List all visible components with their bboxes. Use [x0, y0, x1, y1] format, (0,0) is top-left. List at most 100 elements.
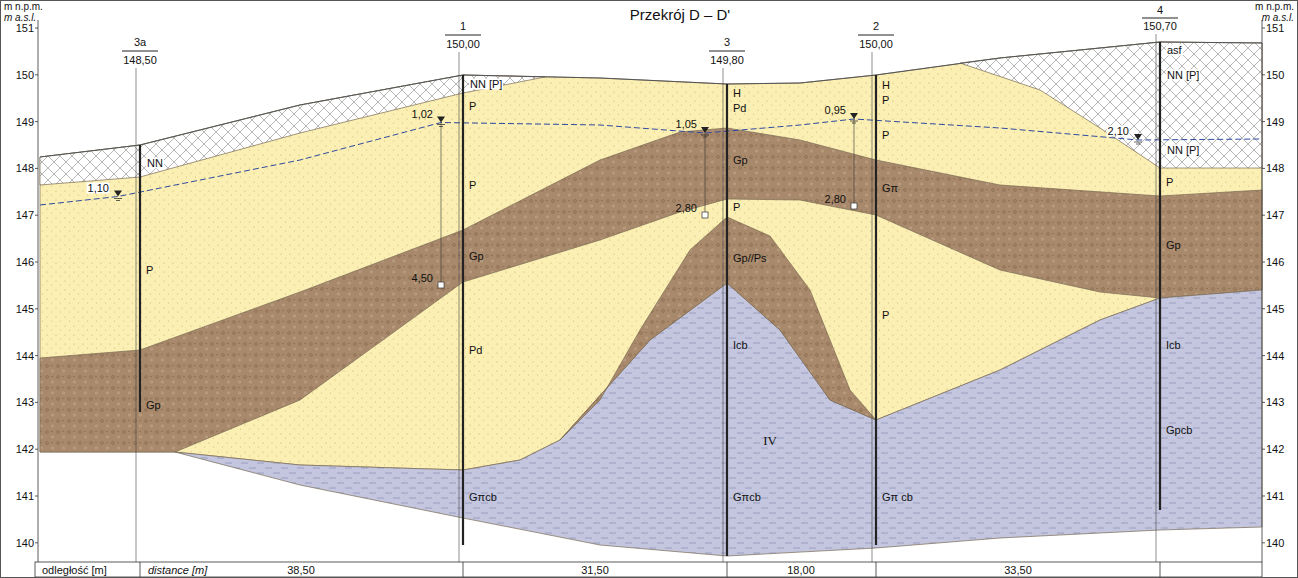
boreholes — [122, 18, 1178, 562]
layer-symbol: P — [1166, 177, 1173, 188]
borehole-elevation: 150,70 — [1143, 21, 1177, 32]
axis-unit: m n.p.m. — [4, 2, 43, 12]
layer-symbol: P — [146, 265, 153, 276]
water-depth: 2,80 — [676, 203, 697, 214]
axis-tick — [1262, 496, 1265, 497]
layer-symbol: Gπcb — [733, 492, 761, 503]
layer-symbol: Gπ — [882, 183, 898, 194]
elevation-axis — [38, 20, 39, 562]
water-depth: 2,80 — [825, 194, 846, 205]
water-depth: 1,10 — [87, 183, 110, 194]
fill-layer — [960, 42, 1262, 168]
fraction-line — [1142, 18, 1178, 19]
axis-label: 140 — [1266, 537, 1284, 548]
axis-tick — [35, 121, 38, 122]
layer-symbol: NN [P] — [469, 79, 503, 90]
fraction-line — [122, 51, 158, 52]
layer-symbol: NN [P] — [1166, 145, 1200, 156]
strip-divider — [1160, 562, 1161, 577]
borehole-column — [726, 84, 728, 556]
axis-tick — [35, 262, 38, 263]
distance-strip — [35, 562, 1262, 577]
axis-label: 147 — [1266, 210, 1284, 221]
axis-tick — [35, 449, 38, 450]
distance-heading: distance [m] — [148, 565, 207, 576]
axis-tick — [1262, 308, 1265, 309]
water-level-mark — [437, 125, 445, 127]
borehole-axis — [459, 52, 460, 562]
piezometer-line — [854, 119, 855, 203]
distance-value: 18,00 — [787, 565, 815, 576]
layer-symbol: Gp — [469, 251, 484, 262]
layer-symbol: Icb — [733, 340, 748, 351]
borehole-axis — [872, 52, 873, 562]
layer-symbol: Gπcb — [469, 492, 497, 503]
axis-tick — [1262, 402, 1265, 403]
borehole-column — [139, 145, 141, 412]
axis-tick — [35, 215, 38, 216]
borehole-axis — [136, 68, 137, 562]
strip-divider — [876, 562, 877, 577]
axis-tick — [35, 74, 38, 75]
borehole-number: 3a — [134, 37, 146, 48]
fraction-line — [709, 51, 745, 52]
water-depth: 4,50 — [412, 273, 433, 284]
water-level-mark — [1134, 134, 1142, 140]
water-level-mark — [701, 135, 709, 137]
fraction-line — [858, 35, 894, 36]
layer-symbol: Gpcb — [1166, 425, 1192, 436]
layer-symbol: NN — [146, 158, 164, 169]
ground-surface — [40, 42, 1262, 157]
water-depth: 1,02 — [412, 109, 433, 120]
strip-divider — [463, 562, 464, 577]
layer-symbol: Gπ cb — [882, 492, 913, 503]
axis-label: 141 — [1266, 491, 1284, 502]
axis-tick — [1262, 449, 1265, 450]
axis-tick — [35, 496, 38, 497]
axis-label: 150 — [16, 69, 34, 80]
axis-label: 151 — [16, 23, 34, 34]
axis-unit: m a.s.l. — [1262, 13, 1294, 23]
axis-tick — [1262, 121, 1265, 122]
water-level-mark — [114, 191, 122, 197]
strip-divider — [727, 562, 728, 577]
borehole-number: 2 — [873, 21, 879, 32]
axis-label: 145 — [1266, 303, 1284, 314]
axis-tick — [35, 542, 38, 543]
water-level-mark — [437, 117, 445, 123]
layer-symbol: Pd — [733, 103, 746, 114]
distance-heading: odległość [m] — [42, 565, 107, 576]
layer-symbol: P — [882, 95, 889, 106]
layer-symbol: Gp — [733, 155, 748, 166]
axis-tick — [35, 168, 38, 169]
axis-tick — [1262, 542, 1265, 543]
layer-symbol: Pd — [469, 345, 482, 356]
axes — [35, 20, 1265, 577]
borehole-number: 3 — [724, 37, 730, 48]
borehole-number: 4 — [1157, 5, 1163, 16]
axis-tick — [35, 28, 38, 29]
section-title: Przekrój D – D' — [630, 7, 730, 22]
distance-value: 31,50 — [581, 565, 609, 576]
axis-label: 143 — [1266, 397, 1284, 408]
layer-symbol: P — [733, 202, 740, 213]
layer-symbol: Icb — [1166, 340, 1181, 351]
strata — [40, 42, 1262, 556]
layer-symbol: Gp//Ps — [733, 253, 767, 264]
water-markers — [114, 113, 1142, 288]
water-level-mark — [850, 113, 858, 119]
borehole-elevation: 149,80 — [710, 55, 744, 66]
water-depth: 1,05 — [676, 119, 697, 130]
borehole-axis — [1156, 34, 1157, 562]
gravel-dome — [560, 217, 876, 440]
layer-symbol: P — [469, 180, 476, 191]
water-level-mark — [114, 199, 122, 201]
axis-tick — [35, 355, 38, 356]
layer-symbol: asf — [1166, 45, 1183, 56]
distance-value: 33,50 — [1004, 565, 1032, 576]
axis-label: 145 — [16, 303, 34, 314]
water-level-mark — [850, 121, 858, 123]
axis-tick — [1262, 74, 1265, 75]
